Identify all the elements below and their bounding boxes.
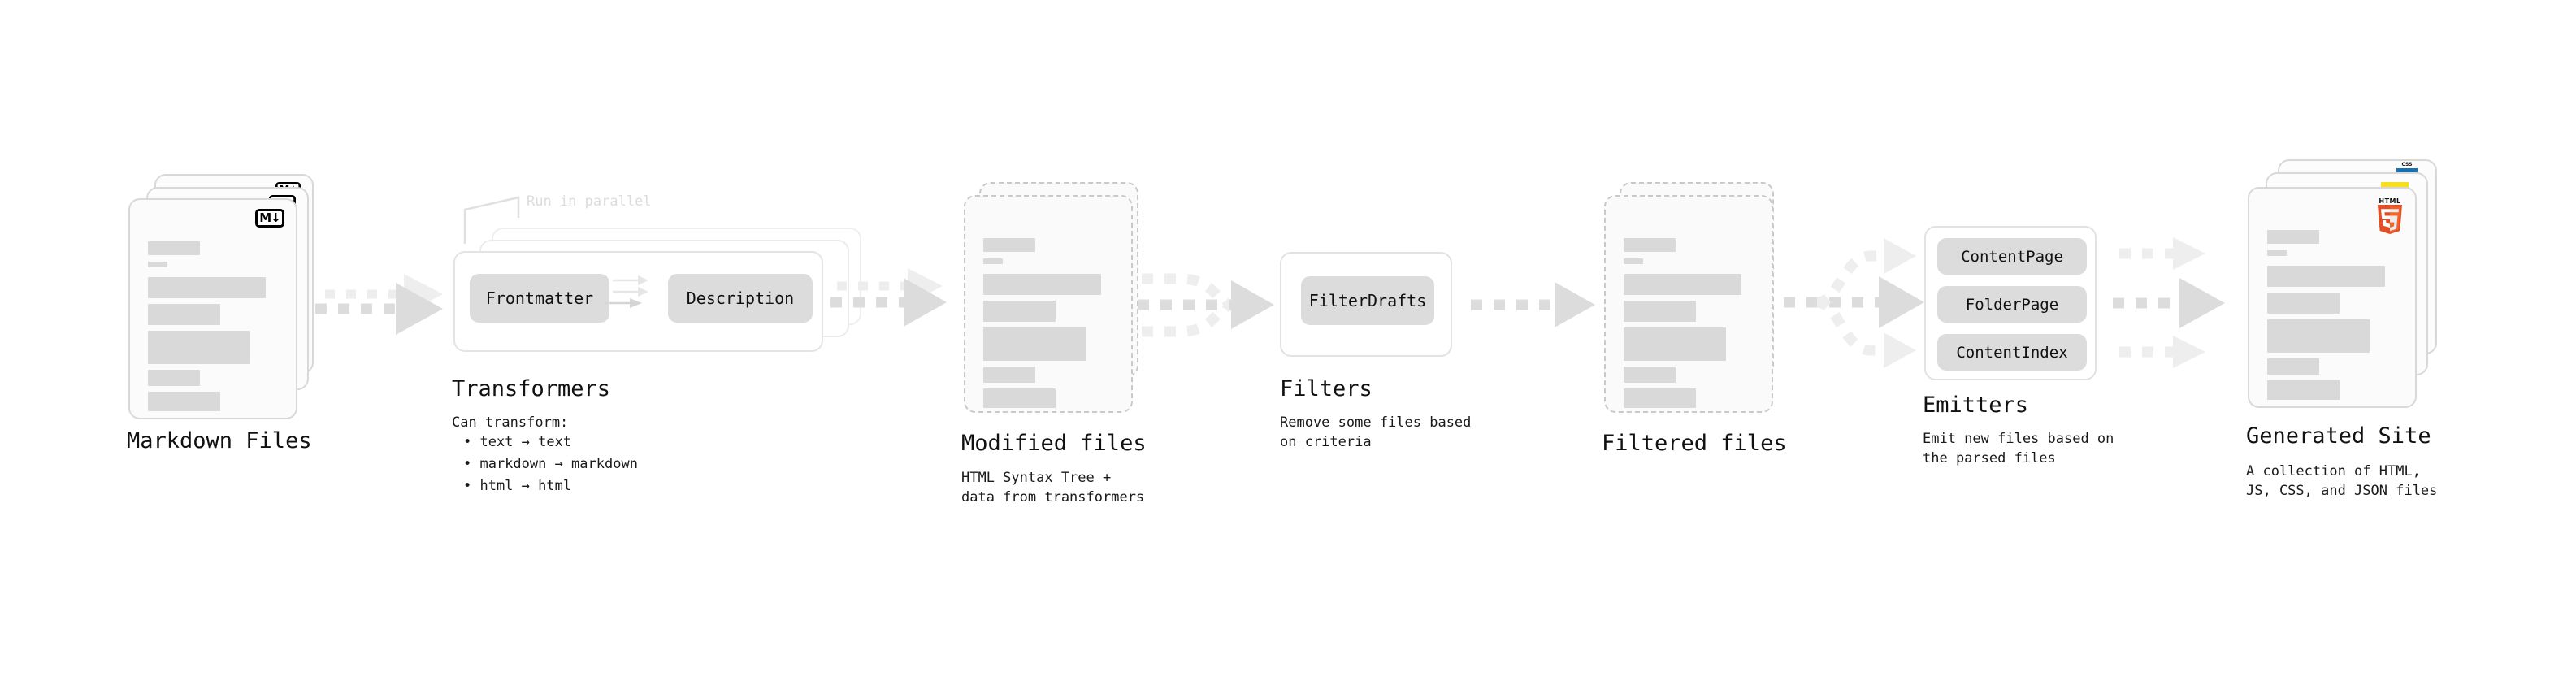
transformers-bullet-1: • markdown → markdown <box>463 456 638 472</box>
doc-line <box>2267 358 2319 375</box>
stage-subtitle-generated-site: A collection of HTML, JS, CSS, and JSON … <box>2246 463 2438 499</box>
transformer-pill-label: Description <box>686 288 795 308</box>
doc-line <box>2267 380 2340 400</box>
doc-line <box>983 258 1003 264</box>
doc-line <box>2267 230 2319 244</box>
stage-title-modified-files: Modified files <box>961 431 1147 456</box>
arrow-filters-to-filtered <box>1471 282 1595 327</box>
html5-icon: HTML <box>2376 197 2404 236</box>
emitter-pill-label: ContentIndex <box>1956 343 2068 362</box>
transformer-pill-label: Frontmatter <box>485 288 594 308</box>
transformer-pill-description[interactable]: Description <box>668 274 813 323</box>
run-in-parallel-label: Run in parallel <box>527 193 652 210</box>
stage-title-filtered-files: Filtered files <box>1602 431 1787 456</box>
transformer-card-front: Frontmatter Description <box>453 251 823 352</box>
transformer-pill-frontmatter[interactable]: Frontmatter <box>470 274 609 323</box>
stage-title-markdown-files: Markdown Files <box>127 428 312 453</box>
doc-line <box>983 367 1035 383</box>
markdown-icon: M↓ <box>255 209 284 228</box>
emitters-card: ContentPage FolderPage ContentIndex <box>1924 226 2097 380</box>
transformers-bullet-2: • html → html <box>463 478 572 494</box>
filtered-card-front <box>1604 195 1773 413</box>
doc-line <box>148 262 167 267</box>
stage-title-generated-site: Generated Site <box>2246 423 2431 449</box>
doc-line <box>983 238 1035 252</box>
transformers-bullet-0: • text → text <box>463 434 572 450</box>
doc-line <box>1624 301 1696 322</box>
doc-line <box>2267 293 2340 314</box>
filter-pill-filterdrafts[interactable]: FilterDrafts <box>1301 276 1434 325</box>
modified-card-front <box>964 195 1133 413</box>
arrow-modified-to-filters <box>1138 273 1274 337</box>
doc-line <box>148 331 250 364</box>
doc-line <box>1624 367 1676 383</box>
stage-subtitle-transformers: Can transform: <box>452 414 569 431</box>
emitter-pill-folderpage[interactable]: FolderPage <box>1937 286 2087 323</box>
filters-card: FilterDrafts <box>1280 252 1452 357</box>
stage-title-emitters: Emitters <box>1923 393 2029 418</box>
doc-line <box>2267 266 2385 287</box>
doc-line <box>148 277 266 298</box>
emitter-pill-contentpage[interactable]: ContentPage <box>1937 238 2087 275</box>
filter-pill-label: FilterDrafts <box>1308 291 1427 310</box>
html5-icon-label: HTML <box>2379 197 2401 205</box>
doc-line <box>983 388 1056 408</box>
site-card-front: HTML <box>2248 187 2417 408</box>
doc-line <box>983 301 1056 322</box>
emitter-pill-label: FolderPage <box>1965 295 2059 314</box>
doc-line <box>2267 250 2287 256</box>
arrow-markdown-to-transformers <box>315 274 443 335</box>
html5-icon-glyph <box>2378 205 2402 234</box>
css3-icon-label: CSS <box>2401 162 2413 167</box>
doc-line <box>2267 319 2370 353</box>
doc-line <box>148 392 220 411</box>
doc-line <box>148 241 200 255</box>
doc-line <box>1624 238 1676 252</box>
doc-line <box>1624 327 1726 361</box>
doc-line <box>983 327 1086 361</box>
doc-line <box>1624 388 1696 408</box>
stage-subtitle-filters: Remove some files based on criteria <box>1280 414 1472 450</box>
doc-line <box>148 370 200 386</box>
stage-title-transformers: Transformers <box>452 376 611 401</box>
markdown-card-front: M↓ <box>128 198 297 419</box>
arrow-filtered-to-emitters <box>1784 238 1924 368</box>
emitter-pill-contentindex[interactable]: ContentIndex <box>1937 334 2087 371</box>
stage-subtitle-modified-files: HTML Syntax Tree + data from transformer… <box>961 470 1145 505</box>
stage-subtitle-emitters: Emit new files based on the parsed files <box>1923 431 2114 466</box>
css3-icon: CSS <box>2396 162 2418 176</box>
doc-line <box>148 304 220 325</box>
doc-line <box>1624 274 1741 295</box>
doc-line <box>1624 258 1643 264</box>
arrow-emitters-to-site <box>2113 237 2225 368</box>
doc-line <box>983 274 1101 295</box>
emitter-pill-label: ContentPage <box>1961 247 2063 266</box>
stage-title-filters: Filters <box>1280 376 1373 401</box>
